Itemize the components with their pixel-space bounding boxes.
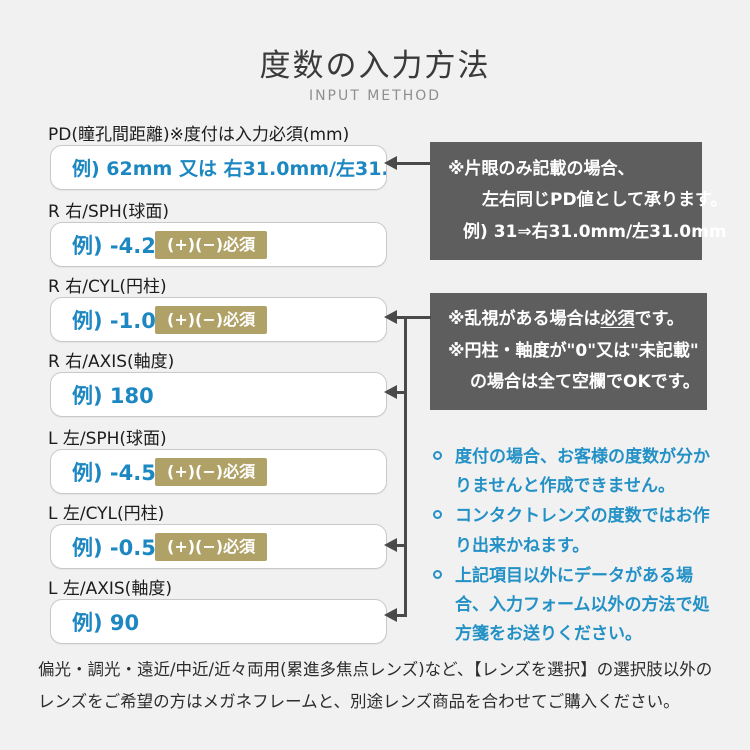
page-subtitle: INPUT METHOD — [308, 88, 442, 104]
bullet-item: コンタクトレンズの度数ではお作り出来かねます。 — [432, 502, 724, 560]
r-cyl-input[interactable]: 例) -1.00 (+)(−)必須 — [50, 297, 387, 342]
l-cyl-example-value: 例) -0.50 — [72, 535, 171, 560]
footer-note: 偏光・調光・遠近/中近/近々両用(累進多焦点レンズ)など、【レンズを選択】の選択… — [38, 660, 713, 712]
r-axis-example-value: 例) 180 — [72, 383, 154, 408]
bullet-ring-icon — [433, 510, 442, 520]
r-axis-arrow-left-icon — [384, 385, 397, 399]
pd-note-line2: 左右同じPD値として承ります。 — [482, 190, 728, 211]
connector-vertical-line — [404, 316, 407, 617]
r-sph-example-value: 例) -4.25 — [72, 233, 171, 258]
l-sph-input[interactable]: 例) -4.50 (+)(−)必須 — [50, 449, 387, 494]
pd-note-box: ※片眼のみ記載の場合、 左右同じPD値として承ります。 例) 31⇒右31.0m… — [430, 142, 728, 260]
field-label-r-cyl: R 右/CYL(円柱) — [48, 277, 167, 297]
field-label-l-axis: L 左/AXIS(軸度) — [48, 579, 172, 599]
astigmatism-note-box: ※乱視がある場合は必須です。 ※円柱・軸度が"0"又は"未記載" の場合は全て空… — [430, 293, 707, 410]
bullet-item: 上記項目以外にデータがある場合、入力フォーム以外の方法で処方箋をお送りください。 — [432, 562, 724, 650]
r-cyl-required-badge: (+)(−)必須 — [155, 306, 268, 334]
field-label-l-sph: L 左/SPH(球面) — [48, 429, 167, 449]
bullet-ring-icon — [433, 569, 442, 579]
l-cyl-arrow-left-icon — [384, 538, 397, 552]
r-axis-branch-line — [396, 391, 407, 394]
pd-connector-line — [396, 162, 430, 165]
cyl-note-stem-line — [396, 316, 431, 319]
bullet-item: 度付の場合、お客様の度数が分かりませんと作成できません。 — [432, 443, 724, 501]
l-axis-example-value: 例) 90 — [72, 610, 140, 635]
caution-bullet-list: 度付の場合、お客様の度数が分かりませんと作成できません。 コンタクトレンズの度数… — [432, 443, 724, 651]
astigmatism-note-line2: ※円柱・軸度が"0"又は"未記載" — [448, 340, 699, 361]
astigmatism-note-line3: の場合は全て空欄でOKです。 — [470, 372, 700, 393]
field-label-r-sph: R 右/SPH(球面) — [48, 202, 170, 222]
pd-note-line1: ※片眼のみ記載の場合、 — [448, 158, 635, 179]
page-title: 度数の入力方法 — [259, 48, 491, 84]
pd-arrow-left-icon — [384, 156, 397, 170]
field-label-r-axis: R 右/AXIS(軸度) — [48, 352, 175, 372]
r-sph-required-badge: (+)(−)必須 — [155, 231, 268, 259]
r-sph-input[interactable]: 例) -4.25 (+)(−)必須 — [50, 222, 387, 267]
pd-input[interactable]: 例) 62mm 又は 右31.0mm/左31.0mm — [50, 145, 387, 190]
l-sph-required-badge: (+)(−)必須 — [155, 458, 268, 486]
r-cyl-arrow-left-icon — [384, 310, 397, 324]
l-sph-example-value: 例) -4.50 — [72, 460, 171, 485]
required-underlined-text: 必須 — [600, 309, 635, 330]
astigmatism-note-line1: ※乱視がある場合は必須です。 — [448, 309, 684, 330]
l-cyl-required-badge: (+)(−)必須 — [155, 533, 268, 561]
l-axis-arrow-left-icon — [384, 608, 397, 622]
l-cyl-branch-line — [396, 544, 407, 547]
field-label-l-cyl: L 左/CYL(円柱) — [48, 504, 165, 524]
bullet-ring-icon — [433, 451, 442, 460]
l-axis-input[interactable]: 例) 90 — [50, 599, 387, 644]
field-label-pd: PD(瞳孔間距離)※度付は入力必須(mm) — [48, 125, 350, 145]
l-cyl-input[interactable]: 例) -0.50 (+)(−)必須 — [50, 524, 387, 569]
pd-note-line3: 例) 31⇒右31.0mm/左31.0mm — [463, 221, 727, 242]
r-axis-input[interactable]: 例) 180 — [50, 372, 387, 417]
l-axis-branch-line — [396, 614, 407, 617]
r-cyl-example-value: 例) -1.00 — [72, 308, 171, 333]
pd-example-value: 例) 62mm 又は 右31.0mm/左31.0mm — [72, 158, 386, 180]
